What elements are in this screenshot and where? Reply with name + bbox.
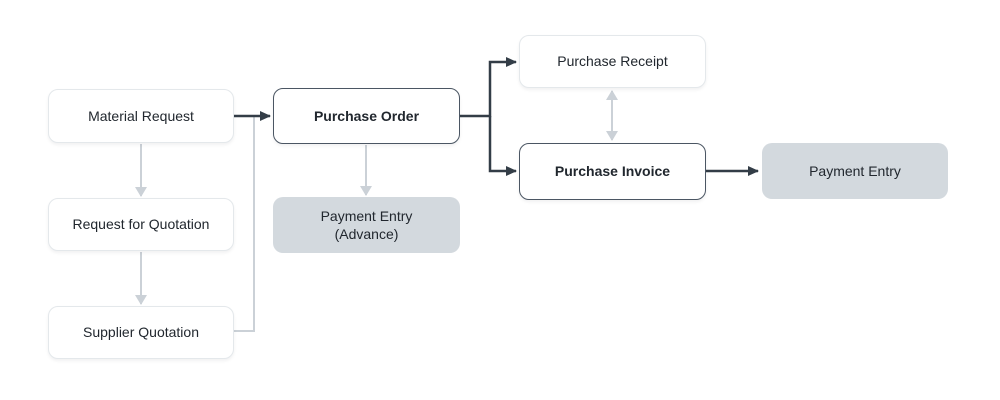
node-request-for-quotation-label: Request for Quotation [72,216,210,233]
edge-purchase-order-to-purchase-invoice [488,116,517,176]
node-purchase-order: Purchase Order [273,88,460,144]
node-request-for-quotation: Request for Quotation [48,198,234,251]
node-material-request: Material Request [48,89,234,143]
node-payment-entry: Payment Entry [762,143,948,199]
node-material-request-label: Material Request [88,107,194,124]
node-payment-entry-label: Payment Entry [809,162,901,179]
node-purchase-order-label: Purchase Order [313,107,420,124]
node-payment-entry-advance: Payment Entry (Advance) [273,197,460,253]
edge-supplier-quotation-to-purchase-order [234,117,255,332]
node-purchase-receipt-label: Purchase Receipt [557,53,668,70]
node-purchase-invoice: Purchase Invoice [519,143,706,200]
node-payment-entry-advance-sublabel: (Advance) [334,226,399,242]
edge-purchase-order-to-purchase-receipt [460,57,517,118]
node-purchase-invoice-label: Purchase Invoice [554,163,671,180]
node-payment-entry-advance-label: Payment Entry [320,207,413,224]
node-supplier-quotation: Supplier Quotation [48,306,234,359]
node-supplier-quotation-label: Supplier Quotation [83,324,199,341]
node-purchase-receipt: Purchase Receipt [519,35,706,88]
